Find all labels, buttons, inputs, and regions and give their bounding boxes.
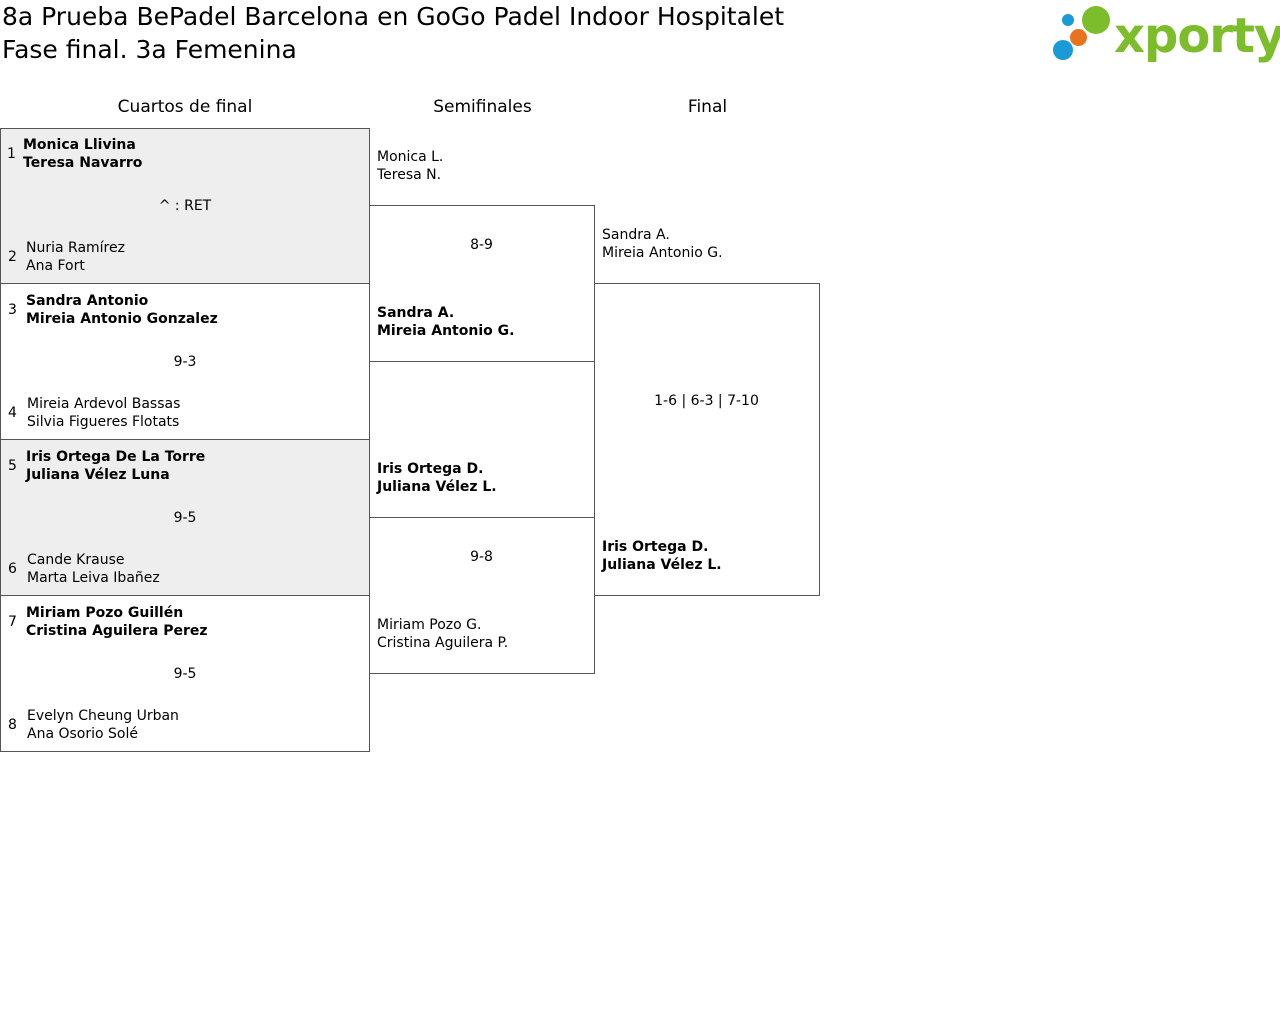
- team-slot: Sandra A. Mireia Antonio G.: [377, 304, 514, 340]
- player-name: Sandra Antonio: [26, 293, 149, 309]
- match-score: 9-5: [173, 666, 197, 682]
- logo-dot-blue: [1053, 40, 1073, 60]
- player-name: Iris Ortega D.: [377, 461, 484, 477]
- round-header-semifinals: Semifinales: [433, 97, 532, 117]
- team-slot: Miriam Pozo G. Cristina Aguilera P.: [377, 616, 508, 652]
- player-name: Silvia Figueres Flotats: [27, 414, 180, 430]
- xporty-logo: xporty: [1050, 4, 1280, 68]
- player-name: Ana Osorio Solé: [27, 726, 138, 742]
- logo-dot-green: [1082, 6, 1110, 34]
- team-slot: Nuria Ramírez Ana Fort: [26, 239, 125, 275]
- player-name: Juliana Vélez L.: [377, 479, 497, 495]
- seed-number: 3: [8, 302, 17, 318]
- seed-number: 4: [8, 405, 17, 421]
- match-score: 9-8: [470, 549, 493, 565]
- page-subtitle: Fase final. 3a Femenina: [2, 35, 297, 64]
- player-name: Marta Leiva Ibañez: [27, 570, 160, 586]
- team-slot: Cande Krause Marta Leiva Ibañez: [27, 551, 160, 587]
- player-name: Juliana Vélez L.: [602, 557, 722, 573]
- team-slot: Iris Ortega De La Torre Juliana Vélez Lu…: [26, 448, 205, 484]
- logo-dot-blue-small: [1062, 14, 1074, 26]
- team-slot: Iris Ortega D. Juliana Vélez L.: [602, 538, 722, 574]
- team-slot: Iris Ortega D. Juliana Vélez L.: [377, 460, 497, 496]
- player-name: Cristina Aguilera P.: [377, 635, 509, 651]
- team-slot: Sandra Antonio Mireia Antonio Gonzalez: [26, 292, 218, 328]
- page-title: 8a Prueba BePadel Barcelona en GoGo Pade…: [2, 2, 785, 31]
- player-name: Teresa N.: [377, 167, 442, 183]
- round-header-quarterfinals: Cuartos de final: [117, 97, 253, 117]
- player-name: Ana Fort: [26, 258, 85, 274]
- logo-dot-orange: [1070, 29, 1087, 46]
- player-name: Teresa Navarro: [23, 155, 143, 171]
- seed-number: 7: [8, 614, 17, 630]
- player-name: Evelyn Cheung Urban: [27, 708, 179, 724]
- player-name: Mireia Antonio G.: [377, 323, 515, 339]
- team-slot: Monica Llivina Teresa Navarro: [23, 136, 142, 172]
- player-name: Monica L.: [377, 149, 444, 165]
- seed-number: 8: [8, 717, 17, 733]
- player-name: Mireia Antonio Gonzalez: [26, 311, 218, 327]
- player-name: Cristina Aguilera Perez: [26, 623, 208, 639]
- seed-number: 1: [7, 146, 16, 162]
- player-name: Miriam Pozo Guillén: [26, 605, 184, 621]
- seed-number: 5: [8, 458, 17, 474]
- match-score: 9-5: [173, 510, 197, 526]
- logo-wordmark: xporty: [1114, 8, 1280, 64]
- player-name: Sandra A.: [602, 227, 670, 243]
- match-score: 1-6 | 6-3 | 7-10: [654, 393, 759, 409]
- seed-number: 6: [8, 561, 17, 577]
- player-name: Mireia Ardevol Bassas: [27, 396, 181, 412]
- player-name: Iris Ortega D.: [602, 539, 709, 555]
- final-match: [594, 283, 820, 596]
- round-header-final: Final: [687, 97, 728, 117]
- match-score: 8-9: [470, 237, 493, 253]
- qf-match-3: [0, 439, 370, 596]
- qf-match-1: [0, 128, 370, 284]
- seed-number: 2: [8, 249, 17, 265]
- player-name: Cande Krause: [27, 552, 125, 568]
- player-name: Juliana Vélez Luna: [26, 467, 170, 483]
- team-slot: Mireia Ardevol Bassas Silvia Figueres Fl…: [27, 395, 180, 431]
- player-name: Sandra A.: [377, 305, 455, 321]
- player-name: Iris Ortega De La Torre: [26, 449, 206, 465]
- team-slot: Monica L. Teresa N.: [377, 148, 443, 184]
- team-slot: Sandra A. Mireia Antonio G.: [602, 226, 723, 262]
- team-slot: Miriam Pozo Guillén Cristina Aguilera Pe…: [26, 604, 208, 640]
- player-name: Monica Llivina: [23, 137, 136, 153]
- match-score: 9-3: [173, 354, 197, 370]
- player-name: Miriam Pozo G.: [377, 617, 482, 633]
- player-name: Mireia Antonio G.: [602, 245, 723, 261]
- player-name: Nuria Ramírez: [26, 240, 125, 256]
- team-slot: Evelyn Cheung Urban Ana Osorio Solé: [27, 707, 179, 743]
- match-score: ^ : RET: [158, 198, 212, 214]
